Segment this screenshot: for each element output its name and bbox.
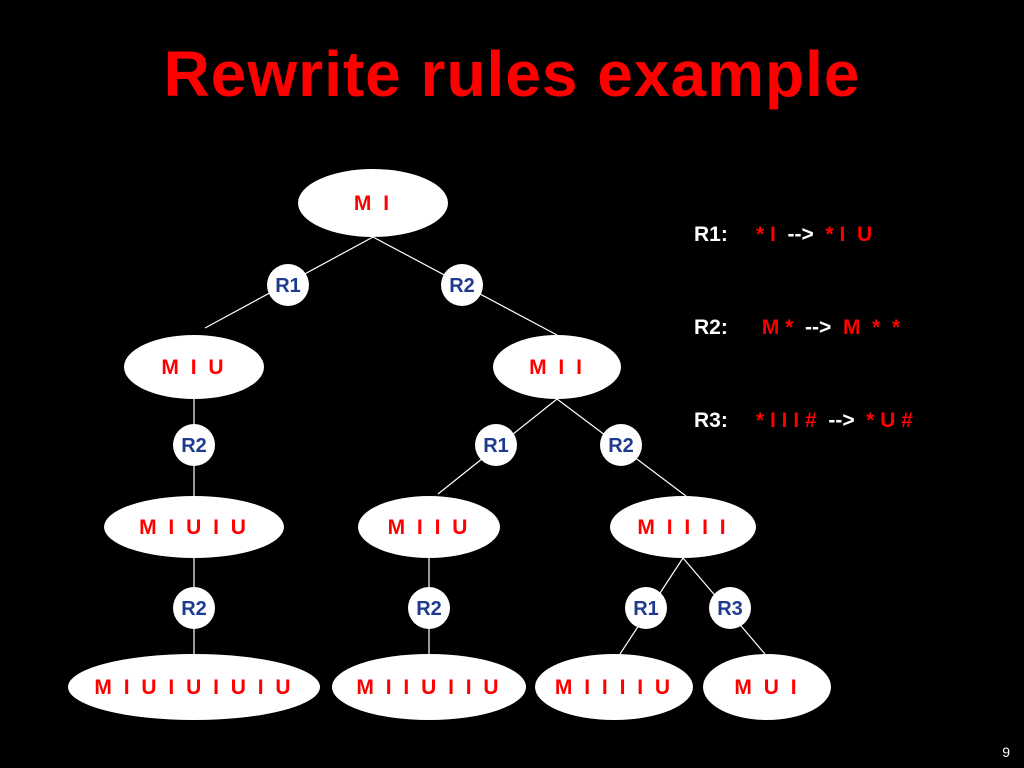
tree-node-label: M I I I I U <box>555 676 673 699</box>
rule-badge-label: R1 <box>633 598 659 620</box>
rule-badge-label: R2 <box>449 275 475 297</box>
tree-node-label: M I I I I <box>637 516 728 539</box>
rule-lhs: * I I I # <box>756 409 817 432</box>
rule-r3: R3: * I I I # --> * U # <box>694 405 913 436</box>
tree-node <box>104 496 284 558</box>
tree-node <box>332 654 526 720</box>
rule-badge-label: R1 <box>275 275 301 297</box>
rule-badge <box>600 424 642 466</box>
rule-badge-label: R3 <box>717 598 743 620</box>
rule-name: R1: <box>694 223 728 246</box>
slide-title: Rewrite rules example <box>163 38 861 110</box>
rule-arrow: --> <box>828 409 855 432</box>
rule-badge <box>475 424 517 466</box>
tree-node <box>124 335 264 399</box>
rule-lhs: * I <box>756 223 776 246</box>
rule-badge <box>709 587 751 629</box>
tree-node-label: M U I <box>734 676 799 699</box>
tree-node <box>493 335 621 399</box>
rule-badge-label: R2 <box>608 435 634 457</box>
tree-node-label: M I I U I I U <box>356 676 501 699</box>
rule-badge-label: R2 <box>181 435 207 457</box>
tree-node <box>535 654 693 720</box>
rule-rhs: M * * <box>842 316 901 339</box>
rule-r2: R2: M * --> M * * <box>694 312 913 343</box>
tree-node-label: M I U I U I U I U <box>94 676 293 699</box>
rule-lhs: M * <box>756 316 794 339</box>
tree-node-label: M I I <box>529 356 585 379</box>
tree-node-label: M I U <box>161 356 226 379</box>
rule-badge-label: R1 <box>483 435 509 457</box>
rule-rhs: * I U <box>825 223 873 246</box>
tree-node <box>610 496 756 558</box>
page-number: 9 <box>1002 744 1010 760</box>
rules-list: R1: * I --> * I U R2: M * --> M * * R3: * … <box>694 157 913 498</box>
nodes-layer: M I M I U M I I M I U I U M I I U M I I I I M … <box>68 169 831 720</box>
tree-node <box>68 654 320 720</box>
rule-name: R3: <box>694 409 728 432</box>
tree-node-label: M I I U <box>388 516 471 539</box>
rule-badge <box>173 587 215 629</box>
rule-arrow: --> <box>805 316 832 339</box>
rule-badge-label: R2 <box>416 598 442 620</box>
rule-badge <box>173 424 215 466</box>
rule-name: R2: <box>694 316 728 339</box>
tree-node-label: M I U I U <box>139 516 249 539</box>
rule-arrow: --> <box>787 223 814 246</box>
tree-node <box>298 169 448 237</box>
rule-badge-label: R2 <box>181 598 207 620</box>
rule-rhs: * U # <box>866 409 913 432</box>
rule-badge <box>625 587 667 629</box>
tree-node-label: M I <box>354 192 392 215</box>
tree-node <box>358 496 500 558</box>
rule-r1: R1: * I --> * I U <box>694 219 913 250</box>
rule-badge <box>267 264 309 306</box>
tree-node <box>703 654 831 720</box>
rule-badge <box>408 587 450 629</box>
rule-badge <box>441 264 483 306</box>
